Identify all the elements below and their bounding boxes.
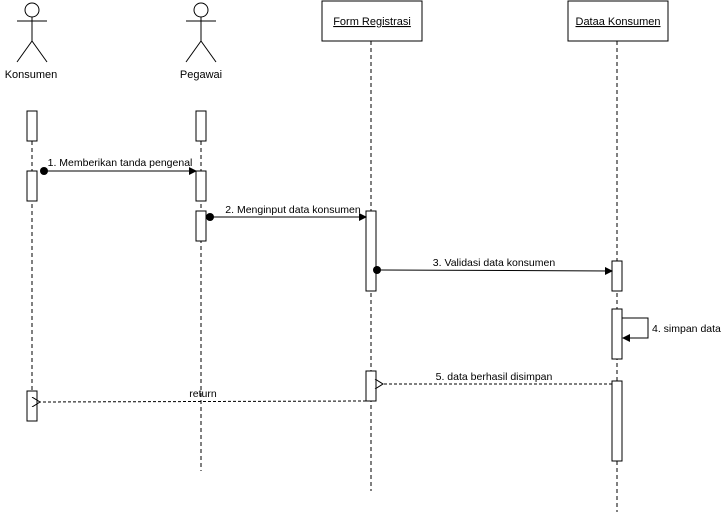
message-label: 5. data berhasil disimpan — [436, 371, 553, 383]
activation-bar[interactable] — [195, 170, 207, 202]
object-label: Form Registrasi — [333, 16, 411, 28]
actor-konsumen[interactable]: Konsumen — [5, 2, 58, 81]
activation-bar[interactable] — [365, 370, 377, 402]
message-2[interactable]: 2. Menginput data konsumen — [206, 204, 367, 221]
activation-bar[interactable] — [611, 380, 623, 462]
activation-bar[interactable] — [26, 390, 38, 422]
actor-label: Konsumen — [5, 69, 58, 81]
message-label: 1. Memberikan tanda pengenal — [48, 157, 193, 169]
activation-bar[interactable] — [611, 308, 623, 360]
message-label: 3. Validasi data konsumen — [433, 257, 556, 269]
activation-bar[interactable] — [195, 210, 207, 242]
actor-label: Pegawai — [180, 69, 222, 81]
activation-bar[interactable] — [365, 210, 377, 292]
message-label: return — [189, 388, 217, 400]
message-5[interactable]: 5. data berhasil disimpan — [383, 371, 612, 384]
activation-bar[interactable] — [26, 170, 38, 202]
object-dataa-konsumen[interactable]: Dataa Konsumen — [567, 0, 669, 42]
object-label: Dataa Konsumen — [576, 16, 661, 28]
activation-bar[interactable] — [195, 110, 207, 142]
message-label: 4. simpan data — [652, 323, 721, 335]
message-1[interactable]: 1. Memberikan tanda pengenal — [40, 157, 197, 175]
object-box — [567, 0, 669, 42]
actor-pegawai[interactable]: Pegawai — [180, 2, 222, 81]
actor-icon — [16, 2, 48, 63]
message-label: 2. Menginput data konsumen — [225, 204, 361, 216]
object-form-registrasi[interactable]: Form Registrasi — [321, 0, 423, 42]
message-return[interactable]: return — [40, 388, 367, 402]
object-box — [321, 0, 423, 42]
message-3[interactable]: 3. Validasi data konsumen — [373, 257, 613, 275]
activation-bar[interactable] — [611, 260, 623, 292]
activation-bar[interactable] — [26, 110, 38, 142]
actor-icon — [185, 2, 217, 63]
message-4[interactable]: 4. simpan data — [622, 317, 721, 342]
